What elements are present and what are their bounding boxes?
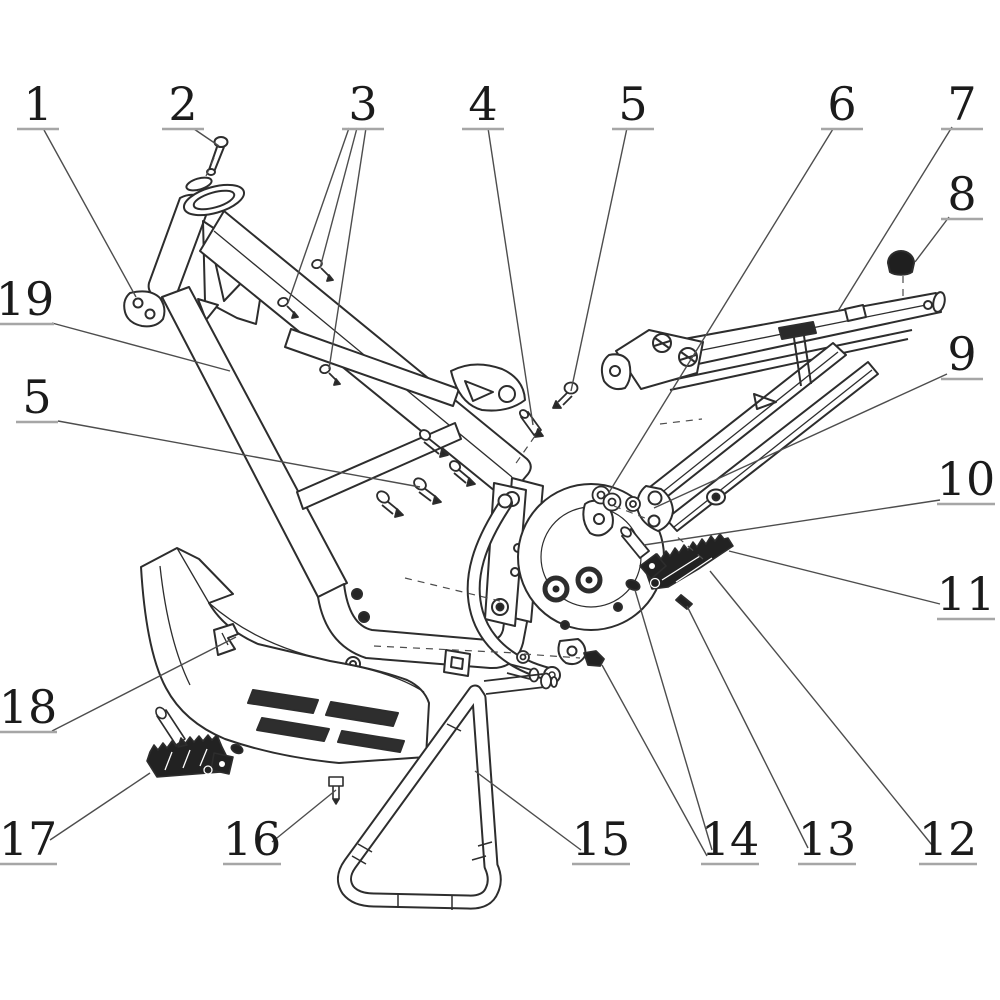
assembly-axis <box>373 645 517 654</box>
part-label-14-13: 14 <box>701 812 760 866</box>
subframe-tail <box>932 291 946 313</box>
subframe <box>600 250 946 532</box>
leader-line-2 <box>193 128 220 147</box>
leader-lines <box>43 126 953 857</box>
leader-line-10 <box>643 499 941 546</box>
hardware <box>277 258 693 667</box>
seat-latch <box>778 321 817 340</box>
bike-stand <box>337 672 558 910</box>
seat-gusset <box>450 363 526 412</box>
leader-line-14 <box>601 664 708 857</box>
grip-strip <box>247 689 319 714</box>
leader-line-11 <box>728 550 941 605</box>
grip-strip <box>325 701 399 727</box>
leader-line-16 <box>271 789 337 843</box>
clip-18 <box>213 623 239 656</box>
bolt-17b <box>230 743 244 755</box>
assembly-axis <box>513 435 536 467</box>
foot-peg-right <box>645 533 734 590</box>
leader-line-18 <box>51 636 237 732</box>
rubber-cap-8 <box>887 250 915 276</box>
grip-strip <box>337 730 405 753</box>
leader-line-8 <box>914 216 950 263</box>
part-label-4-3: 4 <box>468 77 497 131</box>
assembly-axis-lines <box>205 157 904 659</box>
bracket-1 <box>123 290 166 328</box>
bolt-2 <box>206 136 229 176</box>
assembly-axis <box>523 653 581 659</box>
part-label-1-0: 1 <box>23 77 52 131</box>
part-label-6-5: 6 <box>827 77 856 131</box>
leader-line-13 <box>686 605 809 849</box>
leader-line-9 <box>653 373 948 509</box>
part-label-5-4: 5 <box>618 77 647 131</box>
head-tube-gasket-inner <box>192 189 236 211</box>
leader-line-1 <box>43 129 137 298</box>
leader-line-3 <box>319 127 358 269</box>
head-tube-washer <box>185 176 213 192</box>
part-label-8-7: 8 <box>947 167 976 221</box>
part-label-5-19: 5 <box>22 370 51 424</box>
screw-3b <box>277 296 299 319</box>
leader-line-6 <box>607 128 834 495</box>
assembly-axis <box>659 418 703 425</box>
part-label-16-15: 16 <box>223 812 282 866</box>
part-label-12-11: 12 <box>919 812 978 866</box>
assembly-axis <box>205 157 215 177</box>
brake-pedal-tube <box>466 493 561 684</box>
bolt-5-lower-cluster <box>376 429 476 518</box>
leader-line-4 <box>487 127 534 426</box>
leader-line-14 <box>634 589 713 851</box>
assembly-axis <box>404 577 501 602</box>
part-label-13-12: 13 <box>798 812 857 866</box>
part-label-17-16: 17 <box>0 812 57 866</box>
leader-line-15 <box>474 770 582 851</box>
part-label-19-18: 19 <box>0 272 54 326</box>
leader-line-12 <box>709 570 933 846</box>
grip-strip <box>256 717 330 742</box>
part-label-11-10: 11 <box>937 567 996 621</box>
leader-line-7 <box>837 126 953 312</box>
leader-line-17 <box>49 772 151 841</box>
stand-apex-fitting <box>483 672 558 695</box>
leader-line-3 <box>287 127 350 304</box>
foot-pegs <box>146 533 734 778</box>
bolt-16 <box>328 776 344 805</box>
bolt-12 <box>625 579 641 591</box>
bolt-14 <box>583 650 605 667</box>
part-label-3-2: 3 <box>348 77 377 131</box>
brace-tube <box>284 328 460 407</box>
part-label-9-8: 9 <box>947 327 976 381</box>
part-label-18-17: 18 <box>0 680 57 734</box>
cross-tube <box>296 422 462 510</box>
part-label-15-14: 15 <box>572 812 631 866</box>
leader-line-5 <box>570 127 628 392</box>
part-label-2-1: 2 <box>168 77 197 131</box>
screw-3a <box>311 258 334 282</box>
leader-line-3 <box>328 127 367 370</box>
subframe-diagonal-b <box>665 361 879 532</box>
bolt-5-upper <box>552 381 579 409</box>
part-label-10-9: 10 <box>937 452 996 506</box>
assembly-axis <box>613 505 651 521</box>
skid-plate <box>140 547 430 805</box>
pin-13 <box>675 594 693 610</box>
leader-line-5 <box>57 420 421 488</box>
part-label-7-6: 7 <box>947 77 976 131</box>
leader-line-19 <box>51 322 231 372</box>
